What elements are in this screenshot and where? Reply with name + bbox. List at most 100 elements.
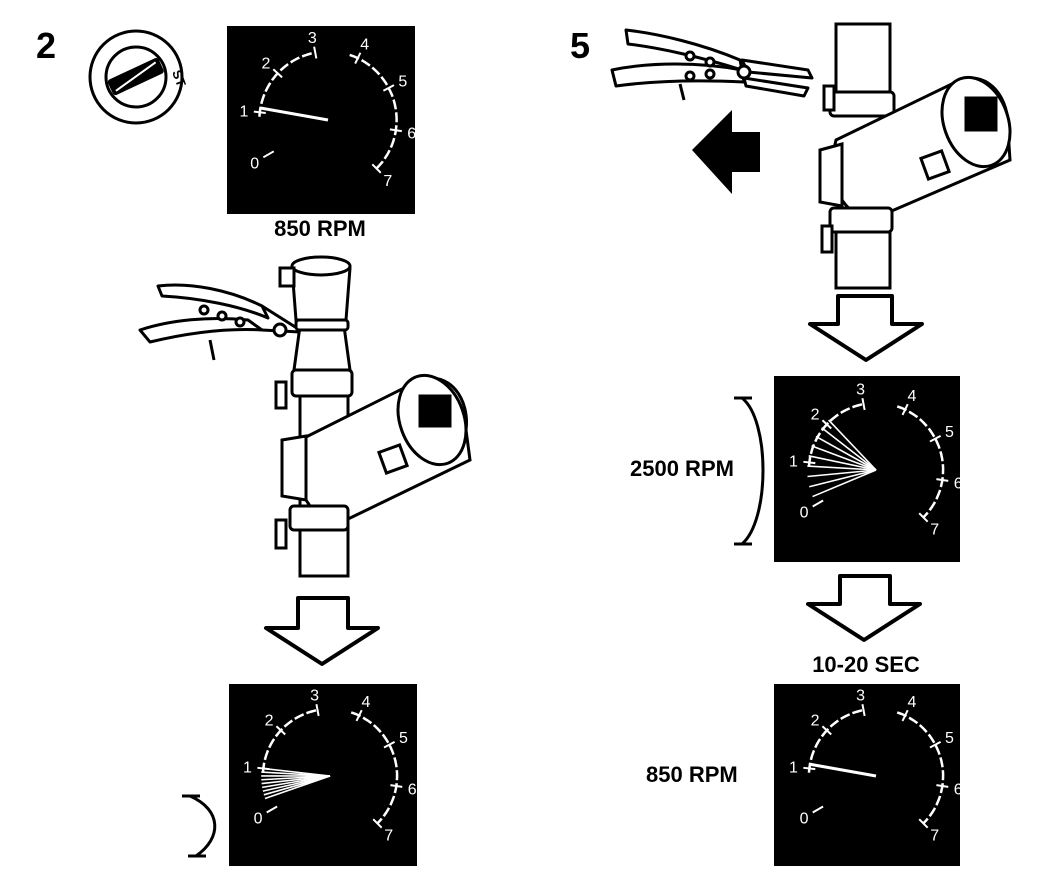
key-st-label: ST: [169, 68, 189, 89]
gauge-tick-label: 6: [408, 781, 417, 798]
gauge-tick-label: 2: [265, 713, 274, 730]
gauge-arc: [349, 53, 398, 170]
gauge-tick-label: 6: [954, 781, 963, 798]
gauge-tick: [821, 725, 832, 736]
tachometer-gauge-2: 0 1 2 3 4 5 6 7: [229, 684, 417, 866]
gauge-tick: [821, 419, 832, 430]
gauge-tick: [371, 163, 382, 174]
gauge-tick: [861, 704, 866, 717]
gauge-tick: [812, 499, 824, 508]
down-arrow-right-upper-icon: [808, 294, 924, 362]
gauge-3-range-bracket: [734, 396, 765, 546]
gauge-3-scale: 0 1 2 3 4 5 6 7: [789, 381, 963, 538]
gauge-tick: [929, 434, 942, 443]
gauge-tick: [918, 512, 929, 523]
gauge-tick: [936, 478, 949, 482]
left-arrow-icon: [692, 110, 760, 194]
gauge-sweep-line: [821, 427, 877, 471]
gauge-tick-label: 7: [384, 828, 393, 845]
gauge-tick: [901, 403, 909, 416]
gauge-arc: [807, 402, 864, 467]
timer-label: 10-20 SEC: [812, 652, 920, 677]
gauge-tick-label: 2: [811, 713, 820, 730]
gauge-4-scale: 0 1 2 3 4 5 6 7: [789, 687, 963, 844]
ignition-key-icon: ST: [88, 29, 189, 125]
gauge-arc: [807, 708, 864, 773]
gauge-tick-label: 6: [954, 475, 963, 492]
gauge-tick: [812, 805, 824, 814]
gauge-tick-label: 7: [930, 828, 939, 845]
gauge-tick: [262, 150, 275, 159]
gauge-tick-label: 3: [308, 30, 317, 47]
gauge-tick-label: 4: [362, 694, 371, 711]
hose-clamp-pliers-right-icon: [610, 28, 814, 101]
gauge-tick: [354, 52, 362, 64]
bpt-valve-assembly-left: [274, 255, 472, 578]
gauge-tick-label: 0: [800, 505, 809, 522]
tachometer-gauge-4: 0 1 2 3 4 5 6 7: [774, 684, 963, 866]
gauge-tick-label: 2: [262, 55, 271, 72]
gauge-tick-label: 4: [360, 37, 369, 54]
gauge-tick-label: 4: [908, 694, 917, 711]
gauge-tick-label: 3: [856, 687, 865, 704]
gauge-tick: [803, 460, 816, 465]
gauge-tick-label: 2: [811, 407, 820, 424]
gauge-tick: [901, 709, 909, 722]
gauge-tick-label: 5: [945, 730, 954, 747]
gauge-tick-label: 3: [856, 381, 865, 398]
gauge-tick-label: 3: [310, 687, 319, 704]
gauge-tick: [929, 740, 942, 749]
gauge-tick-label: 1: [243, 760, 252, 777]
gauge-sweep-line: [808, 455, 877, 471]
gauge-sweep-line: [807, 469, 877, 478]
gauge-tick-label: 6: [407, 126, 416, 143]
gauge-arc: [350, 711, 399, 825]
gauge-4-needle: [809, 762, 877, 778]
gauge-tick: [389, 128, 402, 133]
gauge-tick: [936, 784, 949, 788]
gauge-tick-label: 1: [789, 760, 798, 777]
gauge-sweep-line: [815, 435, 877, 471]
gauge-tick-label: 0: [254, 811, 263, 828]
step-number-5: 5: [570, 25, 590, 66]
gauge-sweep-line: [828, 419, 877, 471]
gauge-sweep-line: [812, 469, 877, 498]
gauge-tick-label: 1: [789, 454, 798, 471]
hose-clamp-pliers-icon: [138, 283, 301, 361]
gauge-tick: [253, 110, 266, 114]
gauge-2-scale: 0 1 2 3 4 5 6 7: [243, 687, 417, 844]
gauge-tick-label: 5: [399, 730, 408, 747]
gauge-needle-line: [260, 106, 329, 122]
down-arrow-left-icon: [264, 596, 380, 666]
bpt-valve-assembly-right: [818, 22, 1012, 290]
gauge-sweep-line: [809, 469, 877, 488]
gauge-tick: [315, 704, 320, 717]
gauge-4-rpm-label: 850 RPM: [646, 762, 738, 787]
gauge-tick: [390, 784, 403, 788]
gauge-3-rpm-label: 2500 RPM: [630, 456, 734, 481]
gauge-tick-label: 1: [239, 104, 248, 121]
gauge-tick: [313, 46, 318, 59]
gauge-tick: [372, 818, 383, 829]
tachometer-gauge-3: 0 1 2 3 4 5 6 7: [774, 376, 963, 562]
gauge-tick-label: 7: [383, 173, 392, 190]
gauge-sweep-line: [807, 465, 877, 471]
gauge-tick: [272, 68, 283, 79]
gauge-tick-label: 0: [800, 811, 809, 828]
gauge-tick: [861, 398, 866, 411]
gauge-arc: [261, 708, 318, 773]
down-arrow-right-lower-icon: [806, 574, 922, 642]
gauge-tick: [266, 805, 278, 814]
gauge-tick: [382, 84, 395, 92]
gauge-1-rpm-label: 850 RPM: [274, 216, 366, 241]
gauge-sweep-line: [811, 445, 877, 471]
gauge-tick: [918, 818, 929, 829]
gauge-1-needle: [260, 106, 329, 122]
gauge-tick-label: 5: [945, 424, 954, 441]
gauge-tick-label: 4: [908, 388, 917, 405]
gauge-tick: [355, 709, 363, 722]
gauge-tick-label: 7: [930, 522, 939, 539]
